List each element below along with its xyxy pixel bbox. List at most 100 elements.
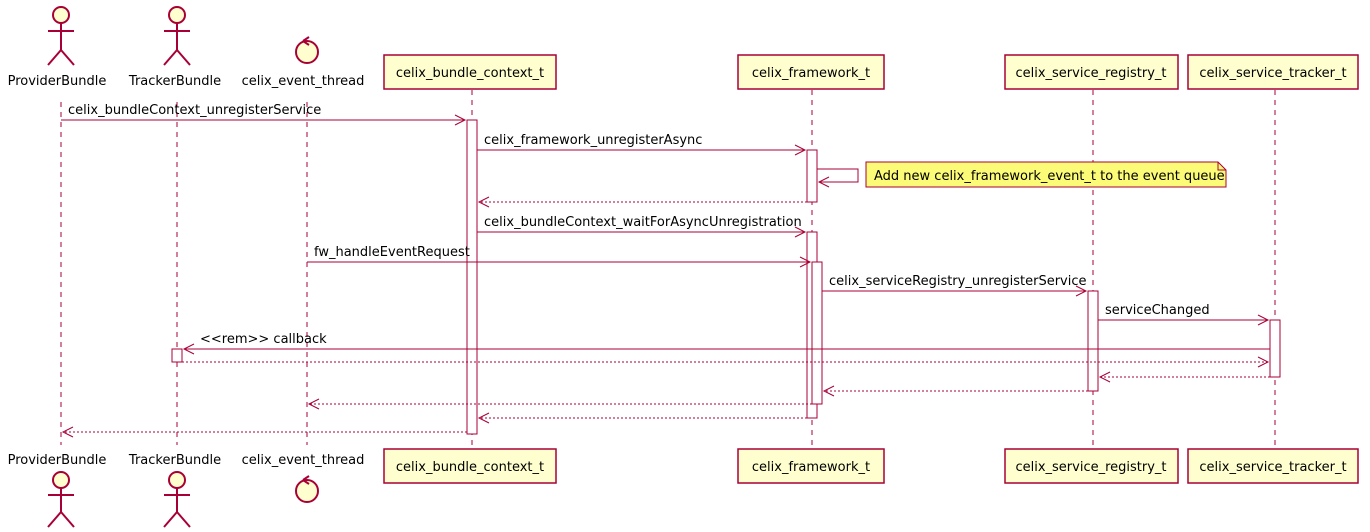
activation-tracker-bundle — [171, 348, 183, 363]
arrowhead-icon — [1257, 356, 1270, 368]
activation-framework-1 — [806, 149, 818, 203]
actor-leg-right — [60, 511, 75, 528]
participant-label: celix_bundle_context_t — [396, 460, 544, 475]
note-text: Add new celix_framework_event_t to the e… — [874, 169, 1225, 184]
participant-label: TrackerBundle — [128, 453, 221, 468]
message-return-to-context-2 — [477, 412, 807, 424]
participant-label: celix_event_thread — [242, 74, 365, 89]
message-line — [817, 168, 859, 183]
activation-framework-3 — [811, 261, 823, 405]
participant-box — [1004, 448, 1179, 484]
participant-framework-top: celix_framework_t — [737, 54, 885, 90]
actor-leg-right — [60, 49, 75, 66]
actor-head — [168, 6, 186, 24]
participant-label: celix_framework_t — [752, 66, 870, 81]
message-wait-for-async-unregistration: celix_bundleContext_waitForAsyncUnregist… — [477, 215, 807, 238]
control-arrow-icon — [302, 36, 310, 46]
participant-label: ProviderBundle — [8, 74, 107, 89]
participant-box — [1187, 54, 1359, 90]
participant-label: celix_framework_t — [752, 460, 870, 475]
arrowhead-icon — [794, 226, 807, 238]
actor-tracker-bundle-top: TrackerBundle — [128, 6, 221, 89]
participant-label: celix_service_tracker_t — [1199, 66, 1346, 81]
arrowhead-icon — [1075, 285, 1088, 297]
message-framework-unregister-async: celix_framework_unregisterAsync — [477, 133, 807, 156]
participant-label: celix_service_registry_t — [1015, 460, 1166, 475]
actor-provider-bundle-bottom: ProviderBundle — [8, 453, 107, 528]
control-event-thread-bottom: celix_event_thread — [242, 453, 365, 503]
message-registry-unregister-service: celix_serviceRegistry_unregisterService — [822, 274, 1088, 297]
message-rem-callback: <<rem>> callback — [182, 332, 1270, 355]
message-return-to-provider — [61, 426, 467, 438]
participant-label: celix_event_thread — [242, 453, 365, 468]
participant-label: TrackerBundle — [128, 74, 221, 89]
arrowhead-icon — [477, 412, 490, 424]
actor-leg-right — [176, 49, 191, 66]
note-fold — [1217, 162, 1226, 171]
participant-box — [383, 54, 557, 90]
note-box — [865, 161, 1227, 188]
actor-leg-left — [47, 511, 62, 528]
participant-label: celix_bundle_context_t — [396, 66, 544, 81]
control-event-thread-top: celix_event_thread — [242, 36, 365, 89]
message-return-to-framework — [822, 385, 1088, 397]
message-label: celix_framework_unregisterAsync — [484, 133, 702, 148]
control-circle-icon — [295, 40, 319, 64]
message-label: serviceChanged — [1105, 303, 1210, 318]
participant-bundle-context-bottom: celix_bundle_context_t — [383, 448, 557, 484]
message-return-to-event-thread — [307, 398, 812, 410]
participant-box — [737, 448, 885, 484]
activation-bundle-context — [466, 119, 478, 435]
message-handle-event-request: fw_handleEventRequest — [307, 245, 812, 268]
actor-leg-left — [47, 49, 62, 66]
arrowhead-icon — [822, 385, 835, 397]
message-label: celix_serviceRegistry_unregisterService — [829, 274, 1087, 289]
message-return-to-registry — [1098, 371, 1270, 383]
participant-service-tracker-bottom: celix_service_tracker_t — [1187, 448, 1359, 484]
message-label: celix_bundleContext_unregisterService — [68, 103, 321, 118]
arrowhead-icon — [61, 426, 74, 438]
arrowhead-icon — [817, 176, 830, 188]
participant-bundle-context-top: celix_bundle_context_t — [383, 54, 557, 90]
arrowhead-icon — [307, 398, 320, 410]
participant-box — [737, 54, 885, 90]
actor-tracker-bundle-bottom: TrackerBundle — [128, 453, 221, 528]
actor-head — [168, 471, 186, 489]
participant-box — [383, 448, 557, 484]
actor-leg-left — [163, 49, 178, 66]
control-arrow-icon — [302, 475, 310, 485]
activation-service-registry — [1087, 290, 1099, 392]
arrowhead-icon — [454, 114, 467, 126]
message-label: fw_handleEventRequest — [314, 245, 470, 260]
actor-leg-left — [163, 511, 178, 528]
message-label: celix_bundleContext_waitForAsyncUnregist… — [484, 215, 802, 230]
participant-label: ProviderBundle — [8, 453, 107, 468]
participant-label: celix_service_registry_t — [1015, 66, 1166, 81]
arrowhead-icon — [477, 196, 490, 208]
actor-head — [52, 6, 70, 24]
participant-box — [1187, 448, 1359, 484]
arrowhead-icon — [182, 343, 195, 355]
actor-leg-right — [176, 511, 191, 528]
arrowhead-icon — [794, 144, 807, 156]
participant-service-registry-bottom: celix_service_registry_t — [1004, 448, 1179, 484]
arrowhead-icon — [799, 256, 812, 268]
participant-service-registry-top: celix_service_registry_t — [1004, 54, 1179, 90]
message-unregister-service: celix_bundleContext_unregisterService — [61, 103, 467, 126]
message-return-to-tracker — [182, 356, 1270, 368]
message-return-to-context-1 — [477, 196, 807, 208]
note-add-event: Add new celix_framework_event_t to the e… — [865, 161, 1227, 188]
actor-provider-bundle-top: ProviderBundle — [8, 6, 107, 89]
participant-service-tracker-top: celix_service_tracker_t — [1187, 54, 1359, 90]
actor-head — [52, 471, 70, 489]
arrowhead-icon — [1257, 314, 1270, 326]
arrowhead-icon — [1098, 371, 1111, 383]
participant-label: celix_service_tracker_t — [1199, 460, 1346, 475]
message-label: <<rem>> callback — [200, 332, 327, 347]
participant-framework-bottom: celix_framework_t — [737, 448, 885, 484]
message-service-changed: serviceChanged — [1098, 303, 1270, 326]
activation-service-tracker — [1269, 319, 1281, 378]
message-self-add-event — [817, 168, 859, 188]
participant-box — [1004, 54, 1179, 90]
